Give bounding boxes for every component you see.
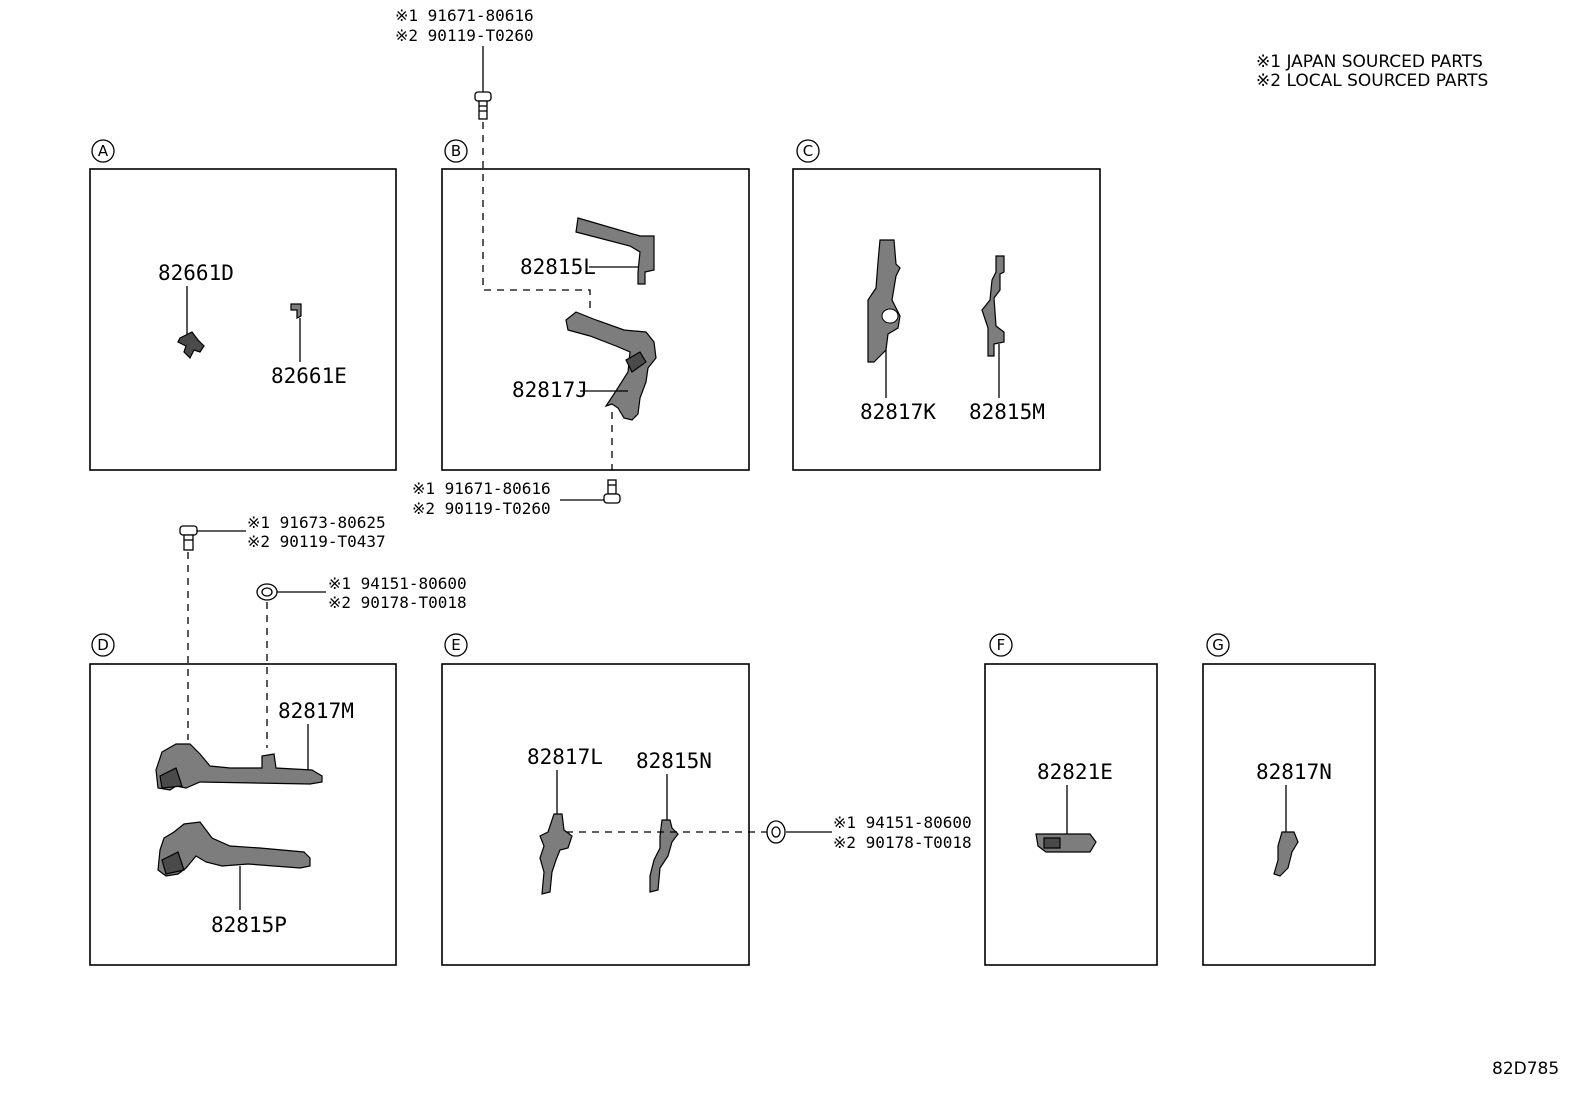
- section-e[interactable]: E 82817L 82815N: [441, 633, 768, 966]
- bolt-icon: [603, 479, 621, 504]
- fastener-ref-japan: ※1 91671-80616: [395, 6, 534, 25]
- bracket-82815M-icon: [981, 255, 1005, 357]
- fastener-e-nut[interactable]: ※1 94151-80600 ※2 90178-T0018: [766, 813, 972, 852]
- section-f[interactable]: F 82821E: [984, 633, 1158, 966]
- bolt-icon: [474, 91, 492, 120]
- fastener-ref-local: ※2 90119-T0260: [412, 499, 551, 518]
- part-number-82817J: 82817J: [512, 378, 588, 402]
- part-number-82821E: 82821E: [1037, 760, 1113, 784]
- bracket-82817J-icon: [565, 311, 657, 421]
- part-number-82817K: 82817K: [860, 400, 936, 424]
- section-g[interactable]: G 82817N: [1202, 633, 1376, 966]
- bracket-82817K-icon: [867, 239, 901, 363]
- fastener-ref-local: ※2 90119-T0260: [395, 26, 534, 45]
- part-number-82817M: 82817M: [278, 699, 354, 723]
- part-number-82815M: 82815M: [969, 400, 1045, 424]
- fastener-d-bolt[interactable]: ※1 91673-80625 ※2 90119-T0437: [179, 513, 386, 740]
- part-number-82661D: 82661D: [158, 261, 234, 285]
- part-number-82817L: 82817L: [527, 745, 603, 769]
- fastener-ref-local: ※2 90178-T0018: [833, 833, 972, 852]
- nut-icon: [766, 820, 786, 844]
- fastener-ref-local: ※2 90119-T0437: [247, 532, 386, 551]
- bracket-82815L-icon: [575, 217, 655, 285]
- bracket-82817N-icon: [1273, 831, 1299, 877]
- section-b[interactable]: B 82815L 82817J: [441, 122, 750, 471]
- fastener-b-bottom[interactable]: ※1 91671-80616 ※2 90119-T0260: [412, 479, 621, 518]
- part-number-82815N: 82815N: [636, 749, 712, 773]
- part-number-82661E: 82661E: [271, 364, 347, 388]
- bracket-82817L-icon: [539, 813, 573, 895]
- fastener-ref-japan: ※1 91673-80625: [247, 513, 386, 532]
- section-c[interactable]: C 82817K 82815M: [792, 139, 1101, 471]
- note-japan-sourced: ※1 JAPAN SOURCED PARTS: [1256, 52, 1483, 72]
- bracket-82821E-icon: [1035, 833, 1097, 853]
- bracket-82815N-icon: [649, 819, 679, 893]
- bracket-82815P-icon: [157, 821, 311, 877]
- section-label: B: [451, 142, 461, 160]
- bolt-icon: [179, 525, 198, 551]
- clip-82661D-icon: [177, 331, 205, 360]
- part-number-82817N: 82817N: [1256, 760, 1332, 784]
- fastener-b-top[interactable]: ※1 91671-80616 ※2 90119-T0260: [395, 6, 534, 120]
- section-a[interactable]: A 82661D 82661E: [89, 139, 397, 471]
- part-number-82815P: 82815P: [211, 913, 287, 937]
- section-label: C: [803, 142, 813, 160]
- illustration-id: 82D785: [1492, 1059, 1559, 1079]
- note-local-sourced: ※2 LOCAL SOURCED PARTS: [1256, 71, 1488, 91]
- fastener-ref-japan: ※1 94151-80600: [328, 574, 467, 593]
- section-label: D: [97, 636, 109, 654]
- fastener-ref-japan: ※1 94151-80600: [833, 813, 972, 832]
- clip-82661E-icon: [290, 303, 302, 319]
- dashed-leader: [482, 122, 591, 310]
- section-label: F: [997, 636, 1006, 654]
- section-label: A: [98, 142, 109, 160]
- bracket-82817M-icon: [155, 743, 323, 791]
- fastener-ref-japan: ※1 91671-80616: [412, 479, 551, 498]
- sourcing-notes: ※1 JAPAN SOURCED PARTS ※2 LOCAL SOURCED …: [1256, 52, 1488, 91]
- fastener-ref-local: ※2 90178-T0018: [328, 593, 467, 612]
- section-label: G: [1212, 636, 1224, 654]
- nut-icon: [256, 583, 278, 601]
- part-number-82815L: 82815L: [520, 255, 596, 279]
- section-d[interactable]: D 82817M 82815P: [89, 633, 397, 966]
- section-label: E: [451, 636, 460, 654]
- fastener-d-nut[interactable]: ※1 94151-80600 ※2 90178-T0018: [256, 574, 467, 748]
